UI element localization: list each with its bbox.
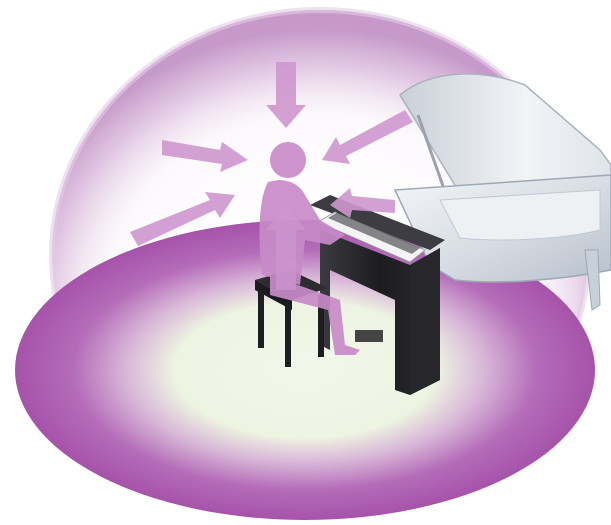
digital-piano-pedals (355, 330, 383, 342)
pianist-head (270, 142, 306, 178)
bench-leg (285, 305, 291, 367)
bench-leg (258, 290, 264, 348)
digital-piano-side (410, 248, 440, 395)
